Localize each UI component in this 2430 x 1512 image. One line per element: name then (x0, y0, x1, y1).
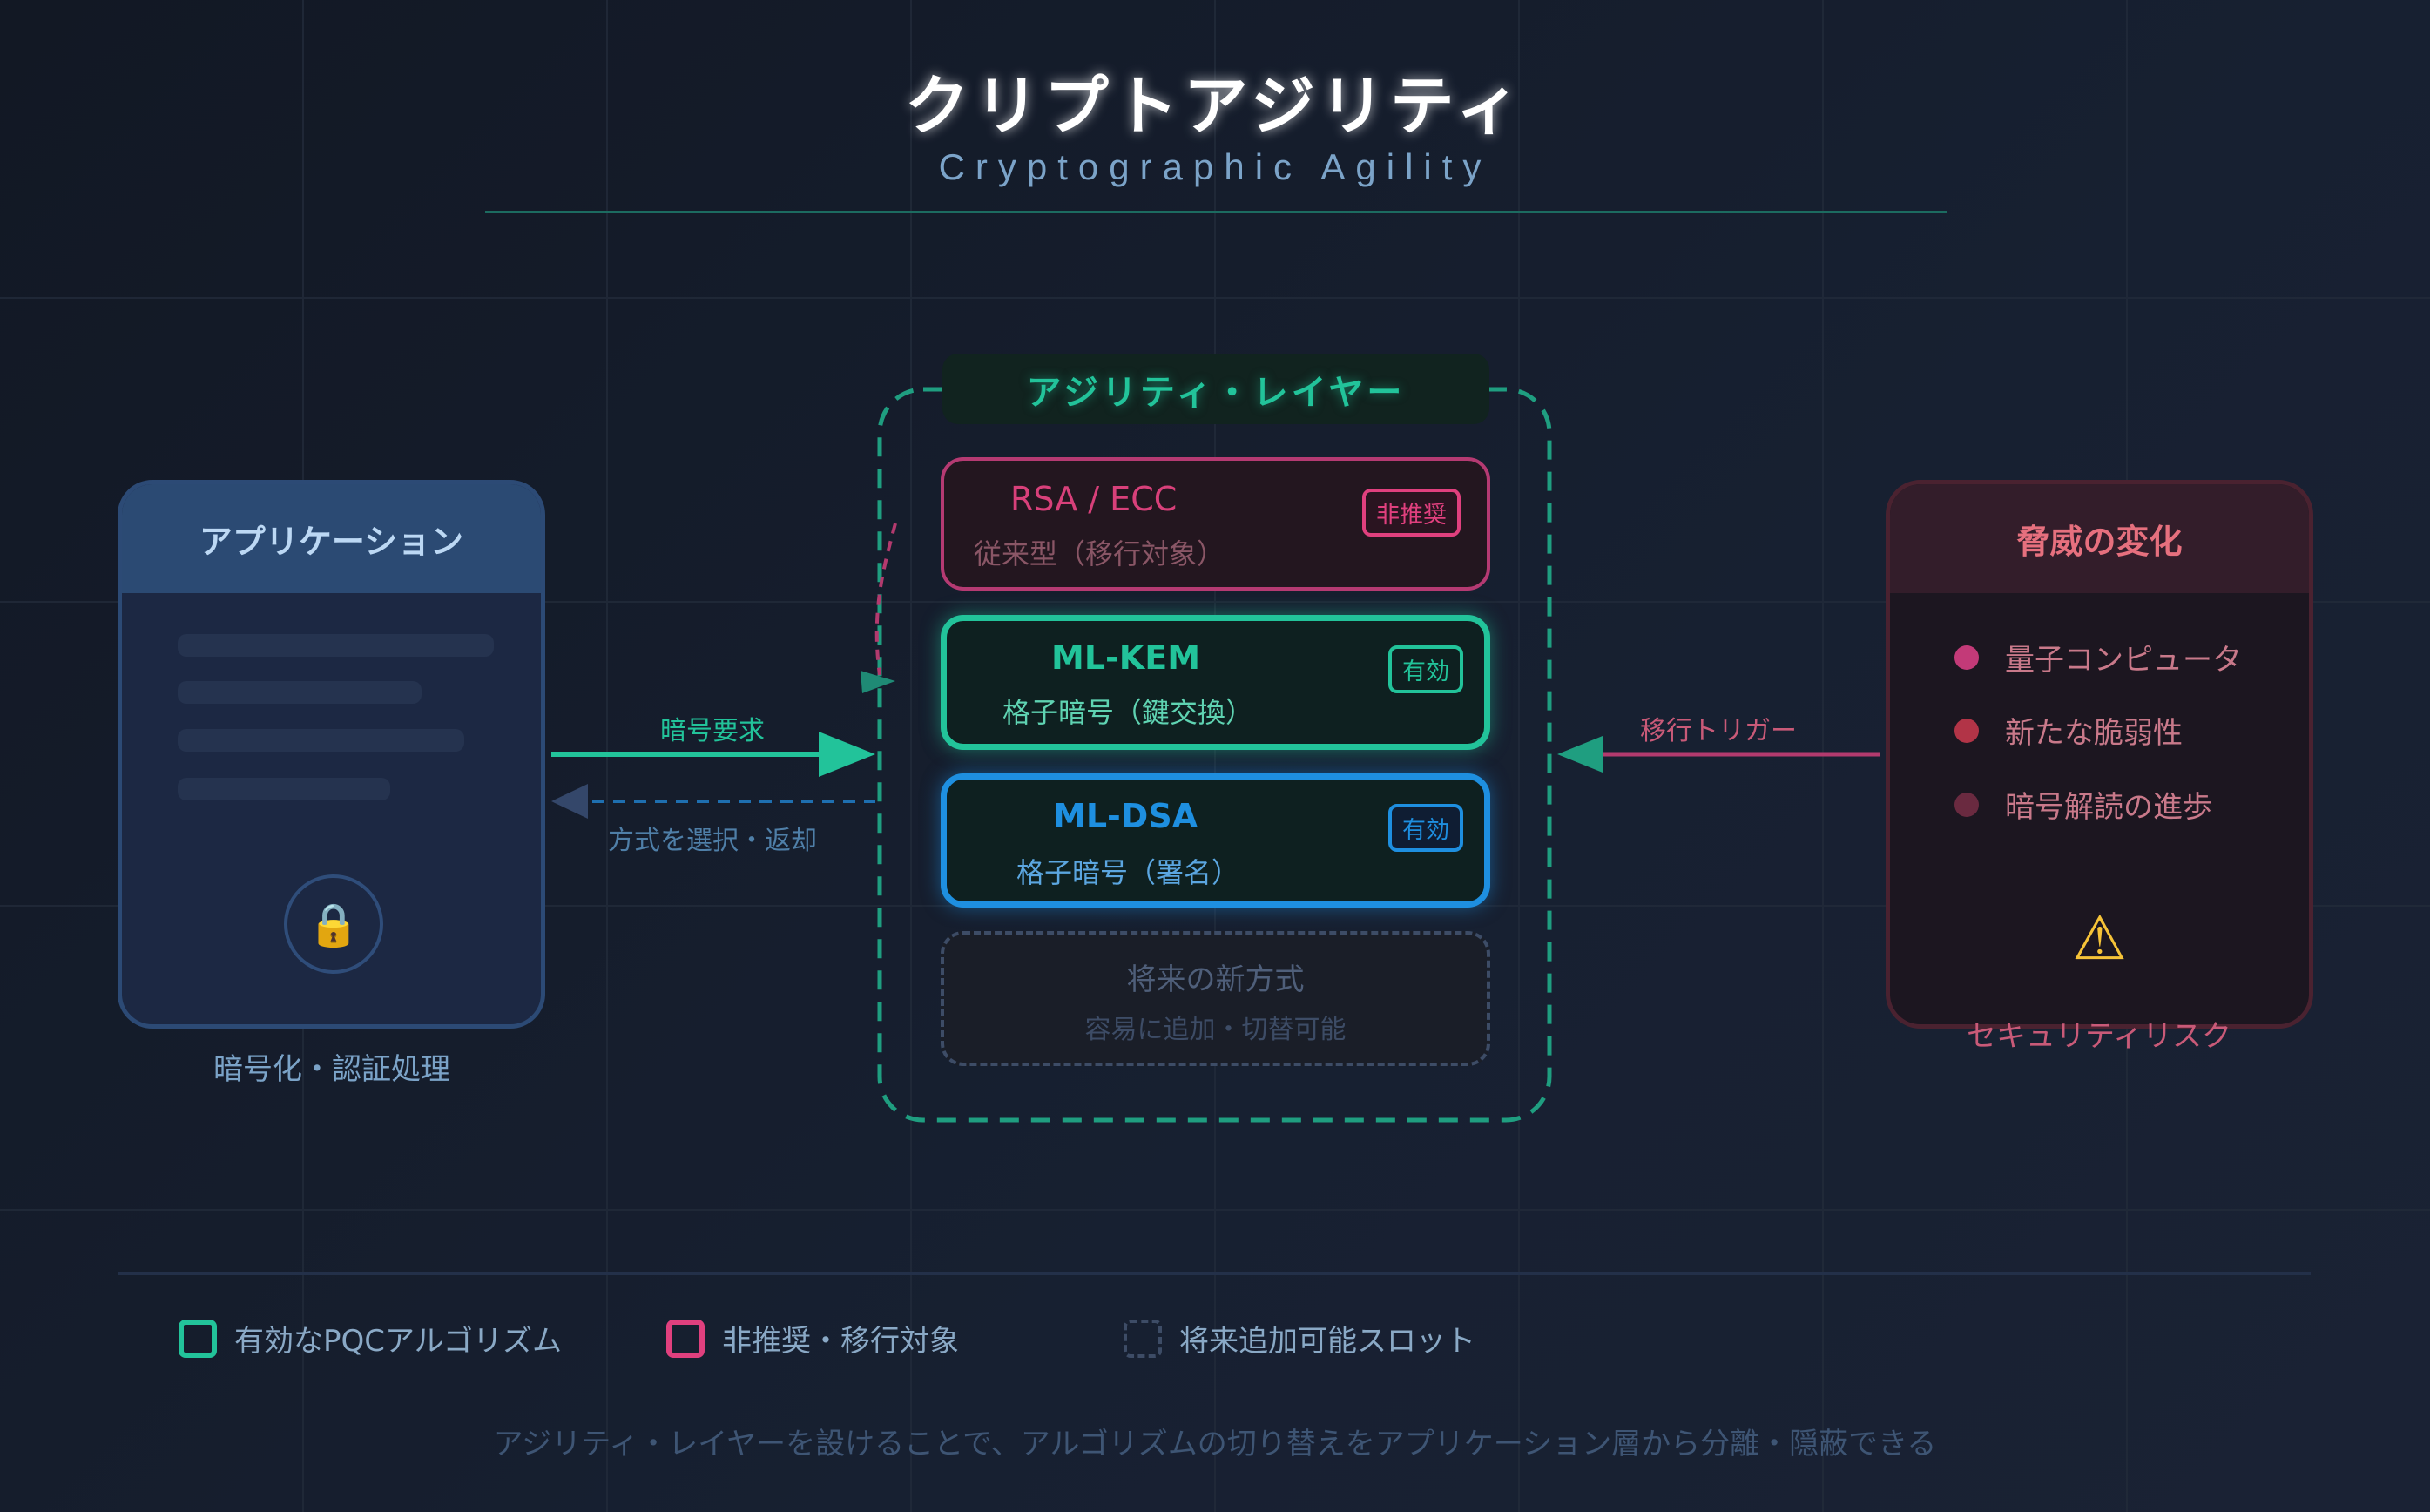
algorithm-rsa-ecc: RSA / ECC 従来型（移行対象） 非推奨 (941, 457, 1490, 591)
threat-card: 脅威の変化 量子コンピュータ 新たな脆弱性 暗号解読の進歩 ⚠ (1886, 480, 2313, 1029)
content-placeholder-line (178, 729, 464, 752)
application-caption: 暗号化・認証処理 (213, 1052, 450, 1087)
migration-dashed-curve (874, 523, 897, 676)
algorithm-name: ML-DSA (1053, 797, 1198, 835)
legend-item-future: 将来追加可能スロット (1124, 1317, 1475, 1360)
request-label: 暗号要求 (660, 716, 765, 746)
agility-layer-title: アジリティ・レイヤー (942, 354, 1489, 424)
algorithm-name: 将来の新方式 (1126, 962, 1305, 997)
bullet-dot-icon (1954, 792, 1979, 817)
threat-title: 脅威の変化 (1890, 484, 2309, 593)
threat-item: 量子コンピュータ (1954, 636, 2242, 678)
lock-icon: 🔒 (284, 874, 383, 974)
threat-item-label: 新たな脆弱性 (2005, 716, 2183, 751)
content-placeholder-line (178, 681, 422, 704)
legend-divider (118, 1272, 2311, 1275)
legend-label: 非推奨・移行対象 (722, 1324, 959, 1359)
threat-item-label: 量子コンピュータ (2005, 643, 2242, 678)
footer-note: アジリティ・レイヤーを設けることで、アルゴリズムの切り替えをアプリケーション層か… (493, 1427, 1937, 1461)
legend-swatch-icon (666, 1319, 705, 1358)
legend-label: 将来追加可能スロット (1179, 1324, 1475, 1359)
threat-item: 新たな脆弱性 (1954, 709, 2183, 752)
algorithm-desc: 格子暗号（署名） (1016, 856, 1240, 889)
warning-icon: ⚠ (2072, 902, 2127, 974)
threat-item: 暗号解読の進歩 (1954, 783, 2212, 826)
trigger-arrowhead (1557, 736, 1603, 773)
legend-item-deprecated: 非推奨・移行対象 (666, 1317, 959, 1360)
legend-swatch-icon (179, 1319, 217, 1358)
threat-caption: セキュリティリスク (1967, 1019, 2231, 1054)
threat-item-label: 暗号解読の進歩 (2005, 790, 2212, 825)
legend-label: 有効なPQCアルゴリズム (234, 1324, 562, 1359)
legend-item-active: 有効なPQCアルゴリズム (179, 1317, 562, 1360)
application-card: アプリケーション 🔒 (118, 480, 545, 1029)
future-algorithm-slot: 将来の新方式 容易に追加・切替可能 (941, 931, 1490, 1066)
algorithm-ml-dsa: ML-DSA 格子暗号（署名） 有効 (941, 773, 1490, 908)
bullet-dot-icon (1954, 718, 1979, 743)
trigger-label: 移行トリガー (1640, 716, 1797, 746)
deprecated-badge: 非推奨 (1362, 489, 1461, 537)
bullet-dot-icon (1954, 645, 1979, 670)
algorithm-ml-kem: ML-KEM 格子暗号（鍵交換） 有効 (941, 615, 1490, 750)
legend-swatch-icon (1124, 1319, 1162, 1358)
active-badge: 有効 (1388, 804, 1463, 852)
algorithm-desc: 格子暗号（鍵交換） (1002, 696, 1254, 729)
request-arrowhead (819, 732, 875, 777)
response-label: 方式を選択・返却 (608, 826, 817, 856)
algorithm-desc: 従来型（移行対象） (974, 537, 1225, 570)
active-badge: 有効 (1388, 645, 1463, 693)
title-divider (485, 211, 1947, 213)
application-title: アプリケーション (122, 484, 541, 593)
algorithm-desc: 容易に追加・切替可能 (1084, 1015, 1347, 1045)
page-subtitle: Cryptographic Agility (938, 146, 1492, 187)
migration-arrowhead (861, 671, 895, 693)
response-arrowhead (551, 784, 588, 819)
content-placeholder-line (178, 778, 390, 800)
content-placeholder-line (178, 634, 494, 657)
algorithm-name: RSA / ECC (1010, 480, 1178, 518)
page-title: クリプトアジリティ (904, 69, 1526, 144)
algorithm-name: ML-KEM (1051, 638, 1201, 677)
